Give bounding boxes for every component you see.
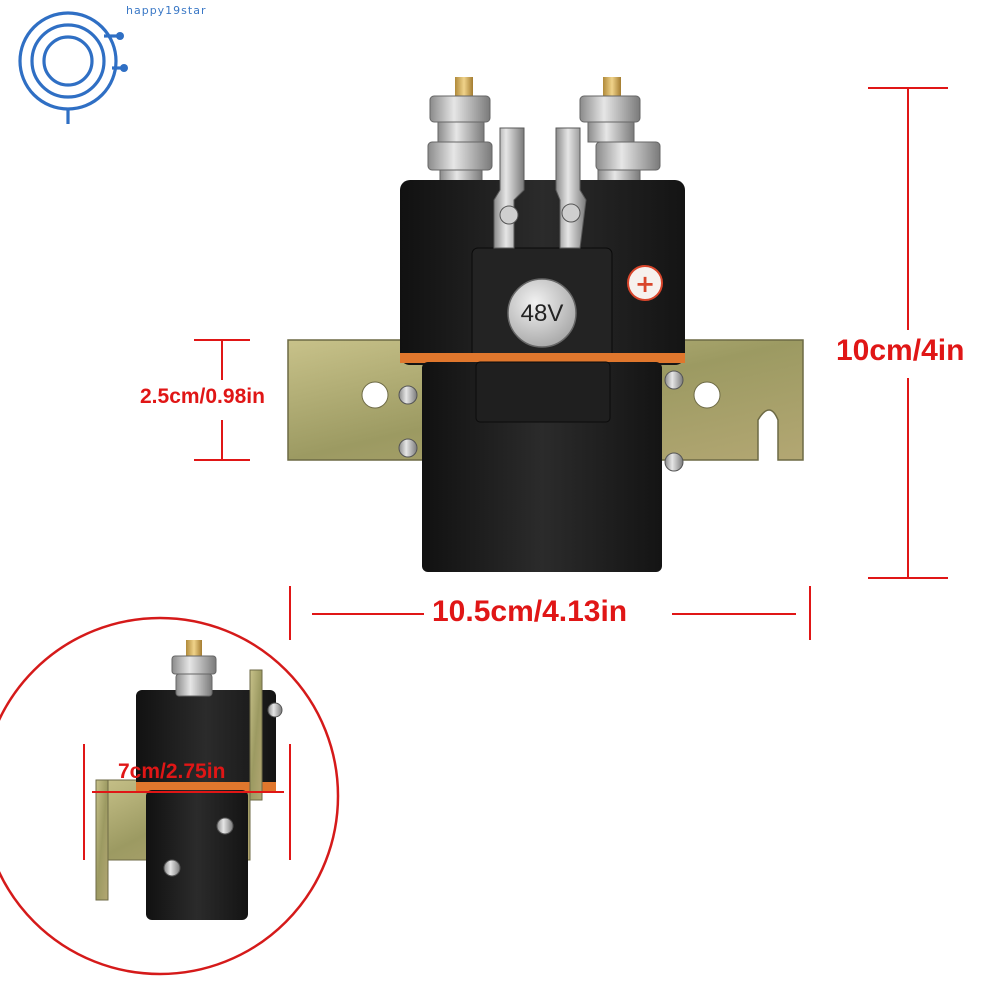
terminal-stud-right [579,77,661,191]
voltage-badge-label: 48V [521,300,564,327]
depth-dimension-line [83,744,291,860]
depth-dimension-label: 7cm/2.75in [118,760,226,783]
coil-terminal-left [493,127,525,249]
brand-logo [18,11,128,124]
coil-terminal-right [555,127,587,249]
voltage-badge: 48V [507,278,577,348]
bracket-spacing-label: 2.5cm/0.98in [140,385,265,408]
seal-band [400,353,685,363]
width-dimension-line [289,586,811,640]
height-dimension-label: 10cm/4in [836,334,965,367]
bracket-spacing-dimension-line [194,339,250,461]
width-dimension-label: 10.5cm/4.13in [432,595,628,628]
side-view-inset [0,616,340,976]
positive-terminal-mark: + [627,265,663,301]
positive-terminal-label: + [635,270,655,298]
height-dimension-line [868,87,948,579]
watermark-text: happy19star [126,4,207,17]
main-solenoid: 48V + [287,77,804,572]
terminal-stud-left [427,77,493,191]
